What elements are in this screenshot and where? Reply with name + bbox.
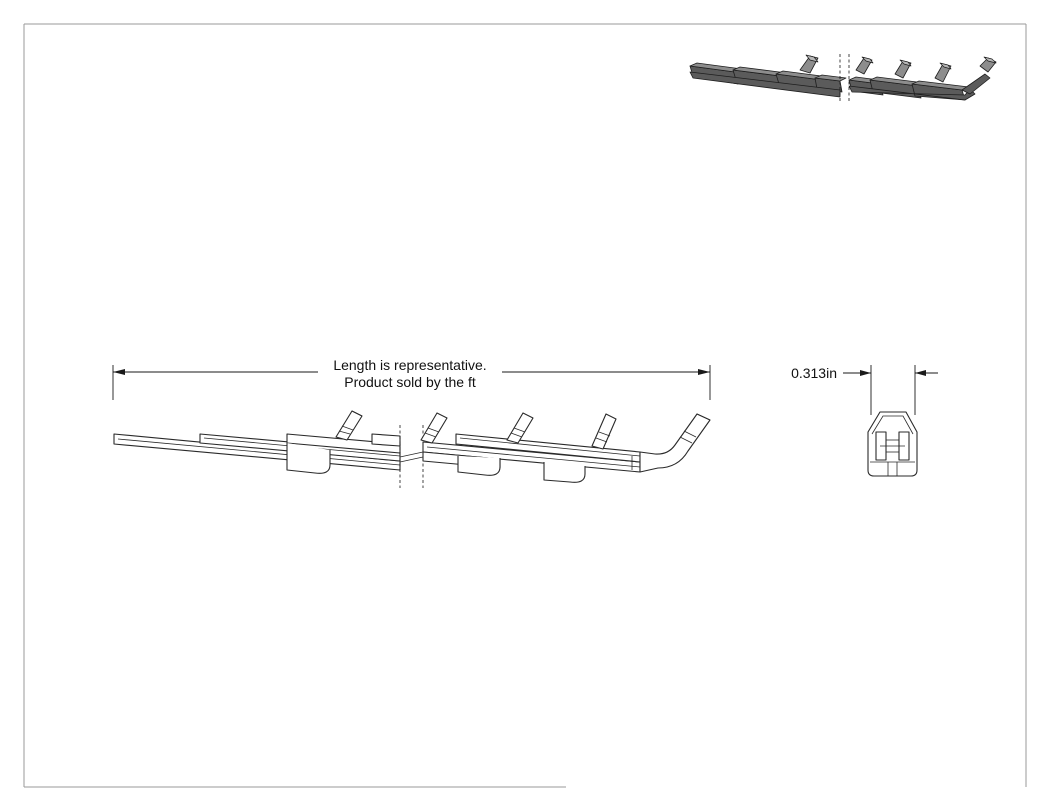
arrowhead-right (698, 369, 710, 375)
side-elevation-view (113, 410, 711, 488)
arrowhead-width-right (915, 370, 926, 376)
width-dimension (843, 365, 938, 415)
length-note-line2: Product sold by the ft (344, 374, 476, 390)
arrowhead-left (113, 369, 125, 375)
length-dimension (112, 365, 711, 400)
isometric-preview (689, 54, 997, 102)
length-note-line1: Length is representative. (333, 357, 486, 373)
end-view-profile (867, 411, 918, 477)
arrowhead-width-left (860, 370, 871, 376)
width-dimension-label: 0.313in (791, 365, 837, 381)
sheet-border (23, 23, 1027, 788)
